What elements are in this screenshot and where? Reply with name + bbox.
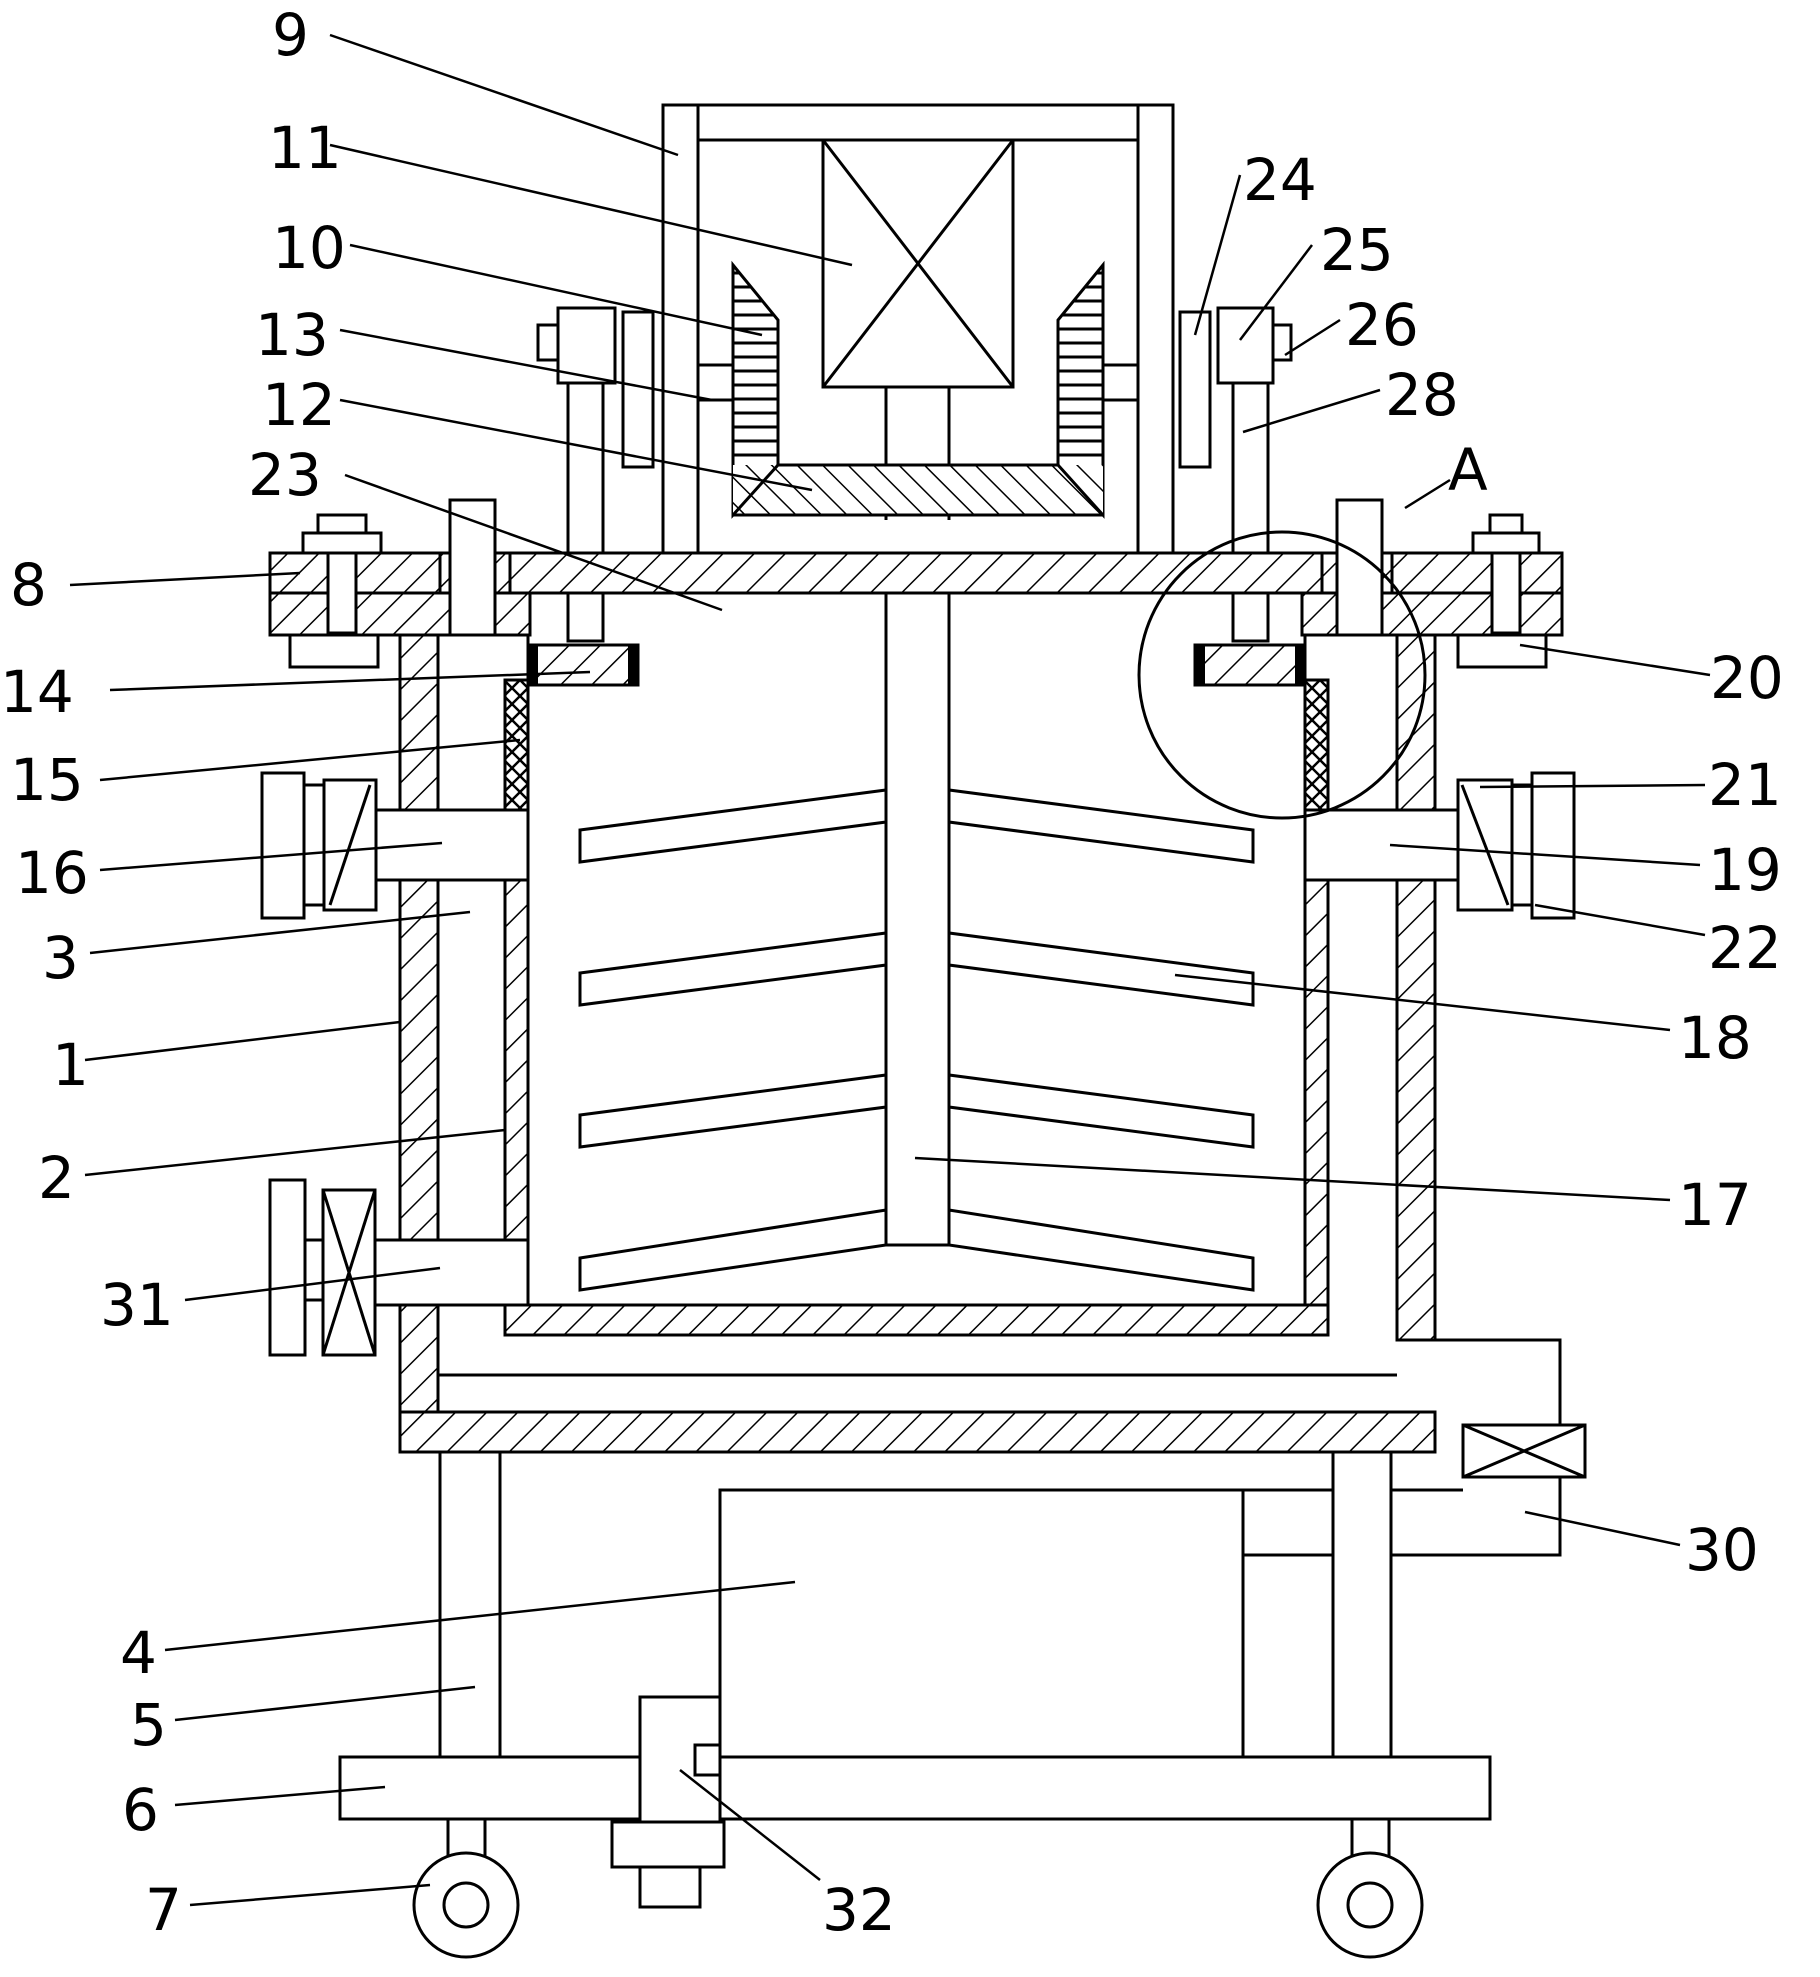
label-32: 32 bbox=[822, 1876, 896, 1944]
label-7: 7 bbox=[145, 1876, 182, 1944]
drain-valve bbox=[610, 1695, 726, 1909]
label-28: 28 bbox=[1385, 361, 1459, 429]
label-24: 24 bbox=[1243, 146, 1317, 214]
label-21: 21 bbox=[1708, 751, 1782, 819]
label-22: 22 bbox=[1708, 914, 1782, 982]
motor-box bbox=[821, 138, 1015, 520]
label-23: 23 bbox=[248, 441, 322, 509]
wheel-left bbox=[412, 1819, 520, 1959]
label-3: 3 bbox=[42, 924, 79, 992]
label-26: 26 bbox=[1345, 291, 1419, 359]
label-16: 16 bbox=[15, 839, 89, 907]
right-inlet-pipe bbox=[1303, 771, 1576, 920]
leader-lines bbox=[69, 33, 1711, 1907]
right-drive-block bbox=[1178, 306, 1293, 555]
label-20: 20 bbox=[1710, 644, 1784, 712]
left-bolt bbox=[288, 513, 383, 669]
label-5: 5 bbox=[130, 1691, 167, 1759]
right-return-pipe bbox=[1391, 1338, 1587, 1557]
label-14: 14 bbox=[0, 658, 74, 726]
label-31: 31 bbox=[100, 1271, 174, 1339]
brush-assembly bbox=[698, 260, 1138, 519]
label-15: 15 bbox=[10, 746, 84, 814]
left-lid-connector bbox=[566, 591, 605, 643]
label-2: 2 bbox=[38, 1144, 75, 1212]
agitator-shaft bbox=[884, 591, 951, 1247]
label-12: 12 bbox=[262, 371, 336, 439]
label-13: 13 bbox=[255, 301, 329, 369]
label-30: 30 bbox=[1685, 1516, 1759, 1584]
wheel-right bbox=[1316, 1819, 1424, 1959]
label-6: 6 bbox=[122, 1776, 159, 1844]
part-labels: 9 11 10 13 12 23 8 14 15 16 3 1 2 31 4 5… bbox=[0, 1, 1784, 1944]
label-18: 18 bbox=[1678, 1004, 1752, 1072]
collection-box bbox=[718, 1488, 1335, 1760]
label-19: 19 bbox=[1708, 836, 1782, 904]
right-bolt bbox=[1456, 513, 1548, 669]
label-a: A bbox=[1448, 436, 1488, 504]
left-pipe-top bbox=[448, 498, 497, 637]
right-lid-connector bbox=[1231, 591, 1270, 643]
label-17: 17 bbox=[1678, 1171, 1752, 1239]
left-inlet-pipe bbox=[260, 771, 530, 920]
label-25: 25 bbox=[1320, 216, 1394, 284]
label-4: 4 bbox=[120, 1619, 157, 1687]
label-9: 9 bbox=[272, 1, 309, 69]
detail-circle-a bbox=[1137, 530, 1427, 820]
label-8: 8 bbox=[10, 551, 47, 619]
agitator-blades bbox=[578, 788, 1255, 1292]
left-drive-block bbox=[536, 306, 655, 555]
label-10: 10 bbox=[272, 214, 346, 282]
seal-right bbox=[1193, 643, 1307, 687]
label-1: 1 bbox=[52, 1031, 89, 1099]
base-plate bbox=[338, 1755, 1492, 1821]
seal-left bbox=[526, 643, 640, 687]
label-11: 11 bbox=[268, 114, 342, 182]
